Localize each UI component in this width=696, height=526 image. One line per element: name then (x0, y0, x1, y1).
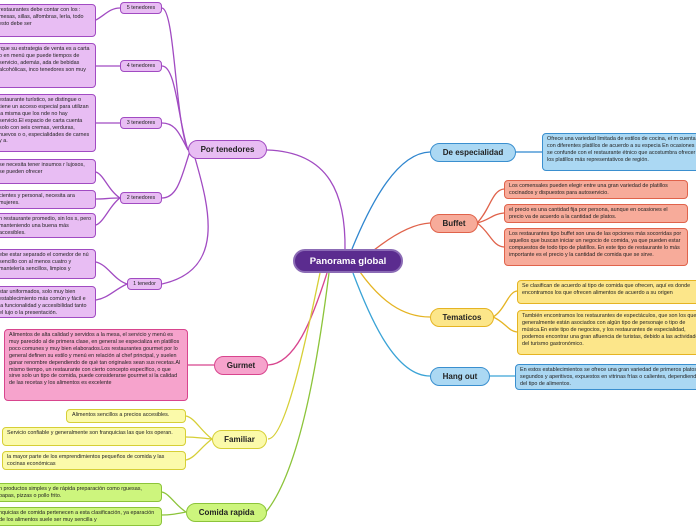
note-4-tenedores[interactable]: rque su estrategia de venta es a carta o… (0, 43, 96, 88)
tag-2-tenedores[interactable]: 2 tenedores (120, 192, 162, 204)
note-familiar-servicio[interactable]: Servicio confiable y generalmente son fr… (2, 427, 186, 446)
note-1-tenedor-comedor[interactable]: ebe estar separado el comedor de nú senc… (0, 249, 96, 279)
note-3-tenedores[interactable]: estaurante turístico, se distingue o tie… (0, 94, 96, 152)
topic-familiar[interactable]: Familiar (212, 430, 267, 449)
central-topic[interactable]: Panorama global (293, 249, 403, 273)
tag-1-tenedor[interactable]: 1 tenedor (127, 278, 162, 290)
tag-4-tenedores[interactable]: 4 tenedores (120, 60, 162, 72)
note-rapida-franquicias[interactable]: nquicias de comida pertenecen a esta cla… (0, 507, 162, 526)
note-2-tenedores-promedio[interactable]: n restaurante promedio, sin los s, pero … (0, 213, 96, 238)
note-buffet-comensales[interactable]: Los comensales pueden elegir entre una g… (504, 180, 688, 199)
topic-tematicos[interactable]: Tematicos (430, 308, 494, 327)
note-familiar-emprendimientos[interactable]: la mayor parte de los emprendimientos pe… (2, 451, 186, 470)
note-especialidad[interactable]: Ofrece una variedad limitada de estilos … (542, 133, 696, 171)
note-buffet-precio[interactable]: el precio es una cantidad fija por perso… (504, 204, 688, 223)
note-familiar-alimentos[interactable]: Alimentos sencillos a precios accesibles… (66, 409, 186, 423)
topic-buffet[interactable]: Buffet (430, 214, 478, 233)
topic-por-tenedores[interactable]: Por tenedores (188, 140, 267, 159)
note-gurmet[interactable]: Alimentos de alta calidad y servidos a l… (4, 329, 188, 401)
topic-gurmet[interactable]: Gurmet (214, 356, 268, 375)
note-rapida-productos[interactable]: n productos simples y de rápida preparac… (0, 483, 162, 502)
note-buffet-opciones[interactable]: Los restaurantes tipo buffet son una de … (504, 228, 688, 266)
tag-3-tenedores[interactable]: 3 tenedores (120, 117, 162, 129)
note-2-tenedores-insumos[interactable]: se necesita tener insumos r lujosos, se … (0, 159, 96, 184)
note-1-tenedor-uniformados[interactable]: star uniformados, solo muy bien establec… (0, 286, 96, 318)
topic-de-especialidad[interactable]: De especialidad (430, 143, 516, 162)
note-tematicos-origen[interactable]: Se clasifican de acuerdo al tipo de comi… (517, 280, 696, 304)
note-2-tenedores-personal[interactable]: cientes y personal, necesita ara mujeres… (0, 190, 96, 209)
topic-hang-out[interactable]: Hang out (430, 367, 490, 386)
note-5-tenedores[interactable]: restaurantes debe contar con los : mesas… (0, 4, 96, 37)
tag-5-tenedores[interactable]: 5 tenedores (120, 2, 162, 14)
note-hang-out[interactable]: En estos establecimientos se ofrece una … (515, 364, 696, 390)
note-tematicos-espectaculos[interactable]: También encontramos los restaurantes de … (517, 310, 696, 355)
topic-comida-rapida[interactable]: Comida rapida (186, 503, 267, 522)
